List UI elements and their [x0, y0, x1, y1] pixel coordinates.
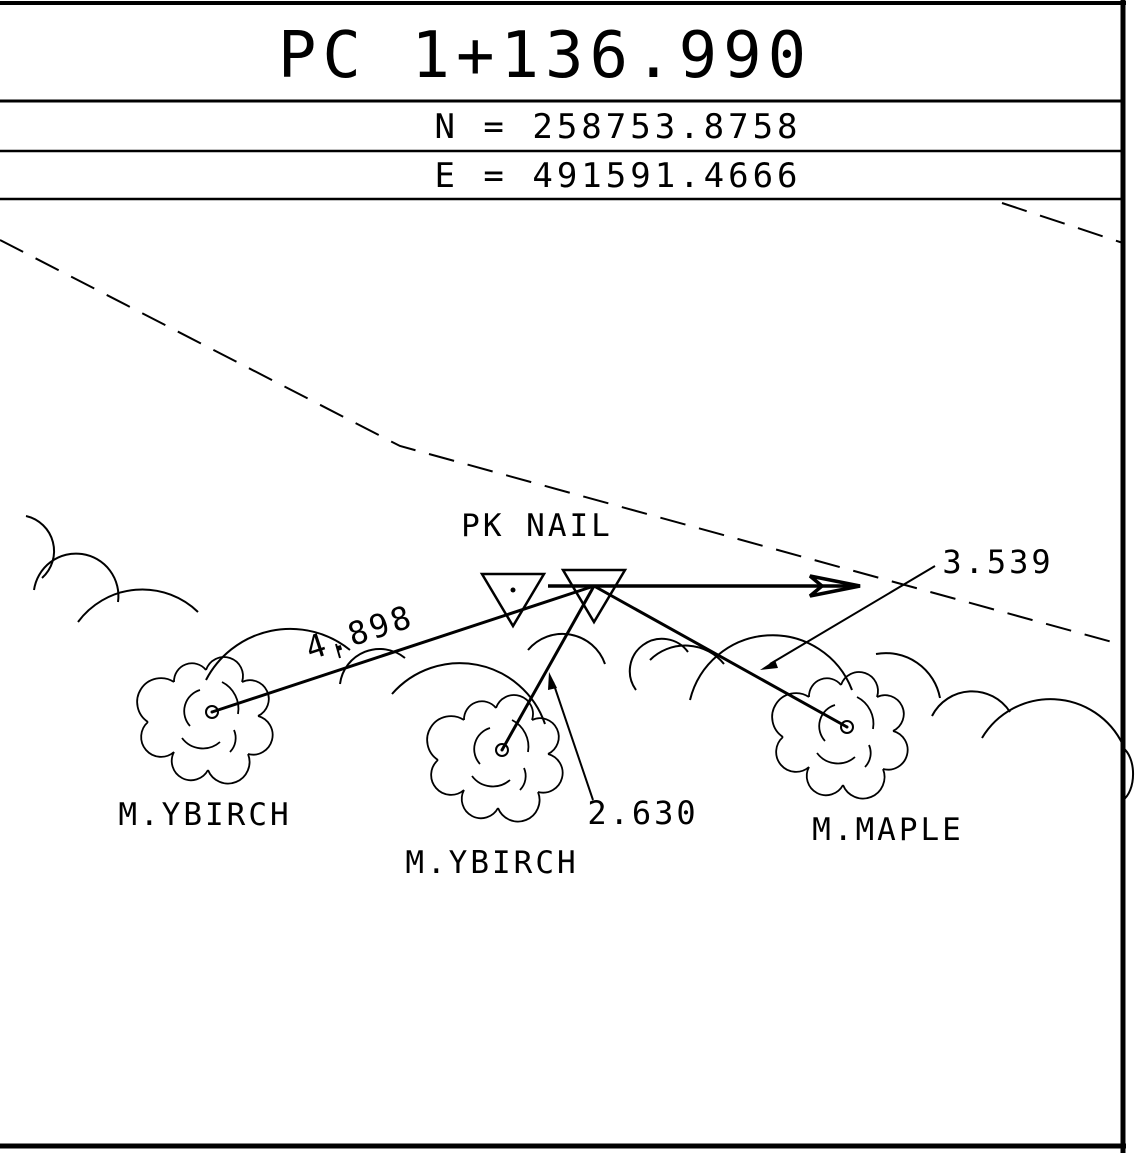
dimension-to-tree-1: 4.898: [301, 597, 419, 668]
tree-3-label: M.MAPLE: [812, 812, 964, 848]
easting-value: E = 491591.4666: [434, 156, 801, 196]
dashed-boundary-lines: [0, 202, 1124, 646]
pk-nail-label: PK NAIL: [461, 508, 613, 544]
station-title: PC 1+136.990: [278, 19, 812, 93]
tree-symbol-2: [426, 694, 564, 823]
northing-value: N = 258753.8758: [434, 107, 801, 147]
dimension-to-tree-2: 2.630: [587, 794, 698, 832]
tree-1-label: M.YBIRCH: [118, 797, 291, 833]
dimension-to-tree-3: 3.539: [942, 543, 1053, 581]
tree-2-label: M.YBIRCH: [405, 845, 578, 881]
tie-lines: [211, 584, 860, 751]
header-table: [0, 99, 1123, 201]
tree-canopy-line: [25, 515, 1135, 801]
dimension-leaders: [335, 565, 936, 801]
tree-symbol-1: [136, 656, 274, 785]
tree-symbol-3: [771, 671, 909, 800]
direction-arrow-icon: [808, 574, 861, 598]
